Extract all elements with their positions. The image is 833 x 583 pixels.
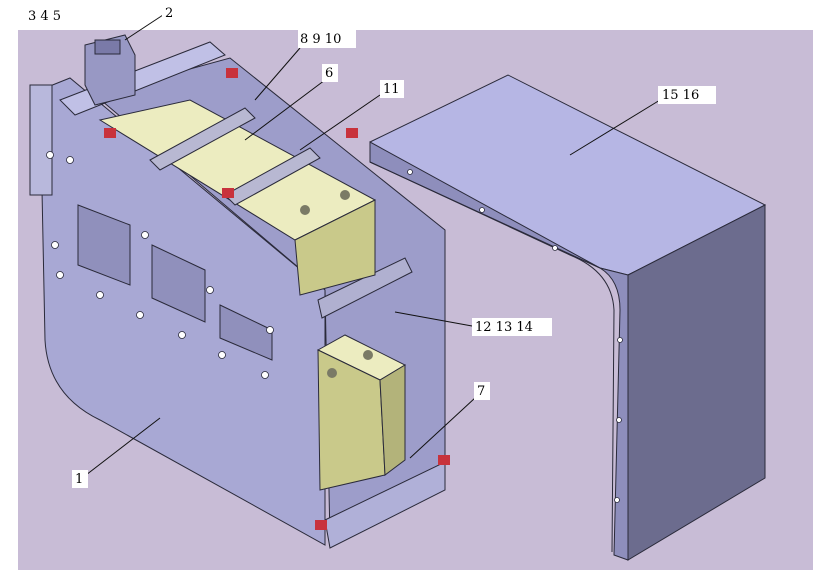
leader-c6 <box>244 79 326 141</box>
callout-7: 7 <box>477 384 485 399</box>
bolt <box>141 231 149 239</box>
leader-c7 <box>409 397 476 459</box>
leader-c8910 <box>254 47 301 101</box>
battery-terminals <box>300 190 373 378</box>
bolt <box>617 337 623 343</box>
bolt <box>51 241 59 249</box>
leader-c1516 <box>569 99 661 156</box>
frame-cutout-1 <box>77 204 131 286</box>
bolt <box>616 417 622 423</box>
callout-8-9-10: 8 9 10 <box>300 32 341 47</box>
battery-rail-strap-1 <box>149 107 256 171</box>
battery-lower <box>316 334 407 491</box>
red-bracket <box>104 128 116 138</box>
red-bracket <box>226 68 238 78</box>
callout-15-16: 15 16 <box>662 88 699 103</box>
bolt <box>407 169 413 175</box>
leader-c1 <box>85 417 161 476</box>
bolt <box>136 311 144 319</box>
frame-cutout-2 <box>151 244 206 323</box>
battery-front-face <box>294 199 376 296</box>
callout-11: 11 <box>383 82 400 97</box>
terminal <box>300 205 310 215</box>
red-bracket <box>222 188 234 198</box>
slide-rail <box>317 257 413 319</box>
bolt <box>56 271 64 279</box>
terminal <box>363 350 373 360</box>
frame-cutout-3 <box>219 304 273 361</box>
red-bracket <box>346 128 358 138</box>
battery-cover <box>369 74 767 561</box>
red-bracket <box>438 455 450 465</box>
bolt <box>218 351 226 359</box>
bolt-holes <box>46 151 623 503</box>
frame-bottom-rail <box>324 461 446 549</box>
bolt <box>178 331 186 339</box>
callout-3-4-5: 3 4 5 <box>28 9 61 24</box>
leader-lines <box>85 14 661 476</box>
cover-side-face <box>369 141 629 561</box>
bolt <box>479 207 485 213</box>
bolt <box>614 497 620 503</box>
bolt <box>552 245 558 251</box>
callout-12-13-14: 12 13 14 <box>475 320 533 335</box>
bolt <box>66 156 74 164</box>
frame-left-pillar <box>29 84 53 196</box>
red-bracket <box>315 520 327 530</box>
mount-bracket-slot <box>94 39 121 55</box>
battery-rail-strap-2 <box>224 147 321 206</box>
bolt <box>206 286 214 294</box>
callout-1: 1 <box>75 472 83 487</box>
cover-side-edge <box>369 161 615 553</box>
battery-lower-side <box>379 364 406 476</box>
leader-c121314 <box>394 311 473 327</box>
bolt <box>46 151 54 159</box>
callout-6: 6 <box>325 66 333 81</box>
bolt <box>266 326 274 334</box>
leader-c11 <box>299 94 381 151</box>
terminal <box>327 368 337 378</box>
leader-c2 <box>124 14 164 41</box>
terminal <box>340 190 350 200</box>
callout-2: 2 <box>165 6 173 21</box>
red-brackets <box>104 68 450 530</box>
bolt <box>261 371 269 379</box>
bolt <box>96 291 104 299</box>
callout-labels: 3 4 5 2 8 9 10 6 11 15 16 12 13 14 7 1 <box>26 4 716 488</box>
battery-row-top <box>98 99 377 296</box>
